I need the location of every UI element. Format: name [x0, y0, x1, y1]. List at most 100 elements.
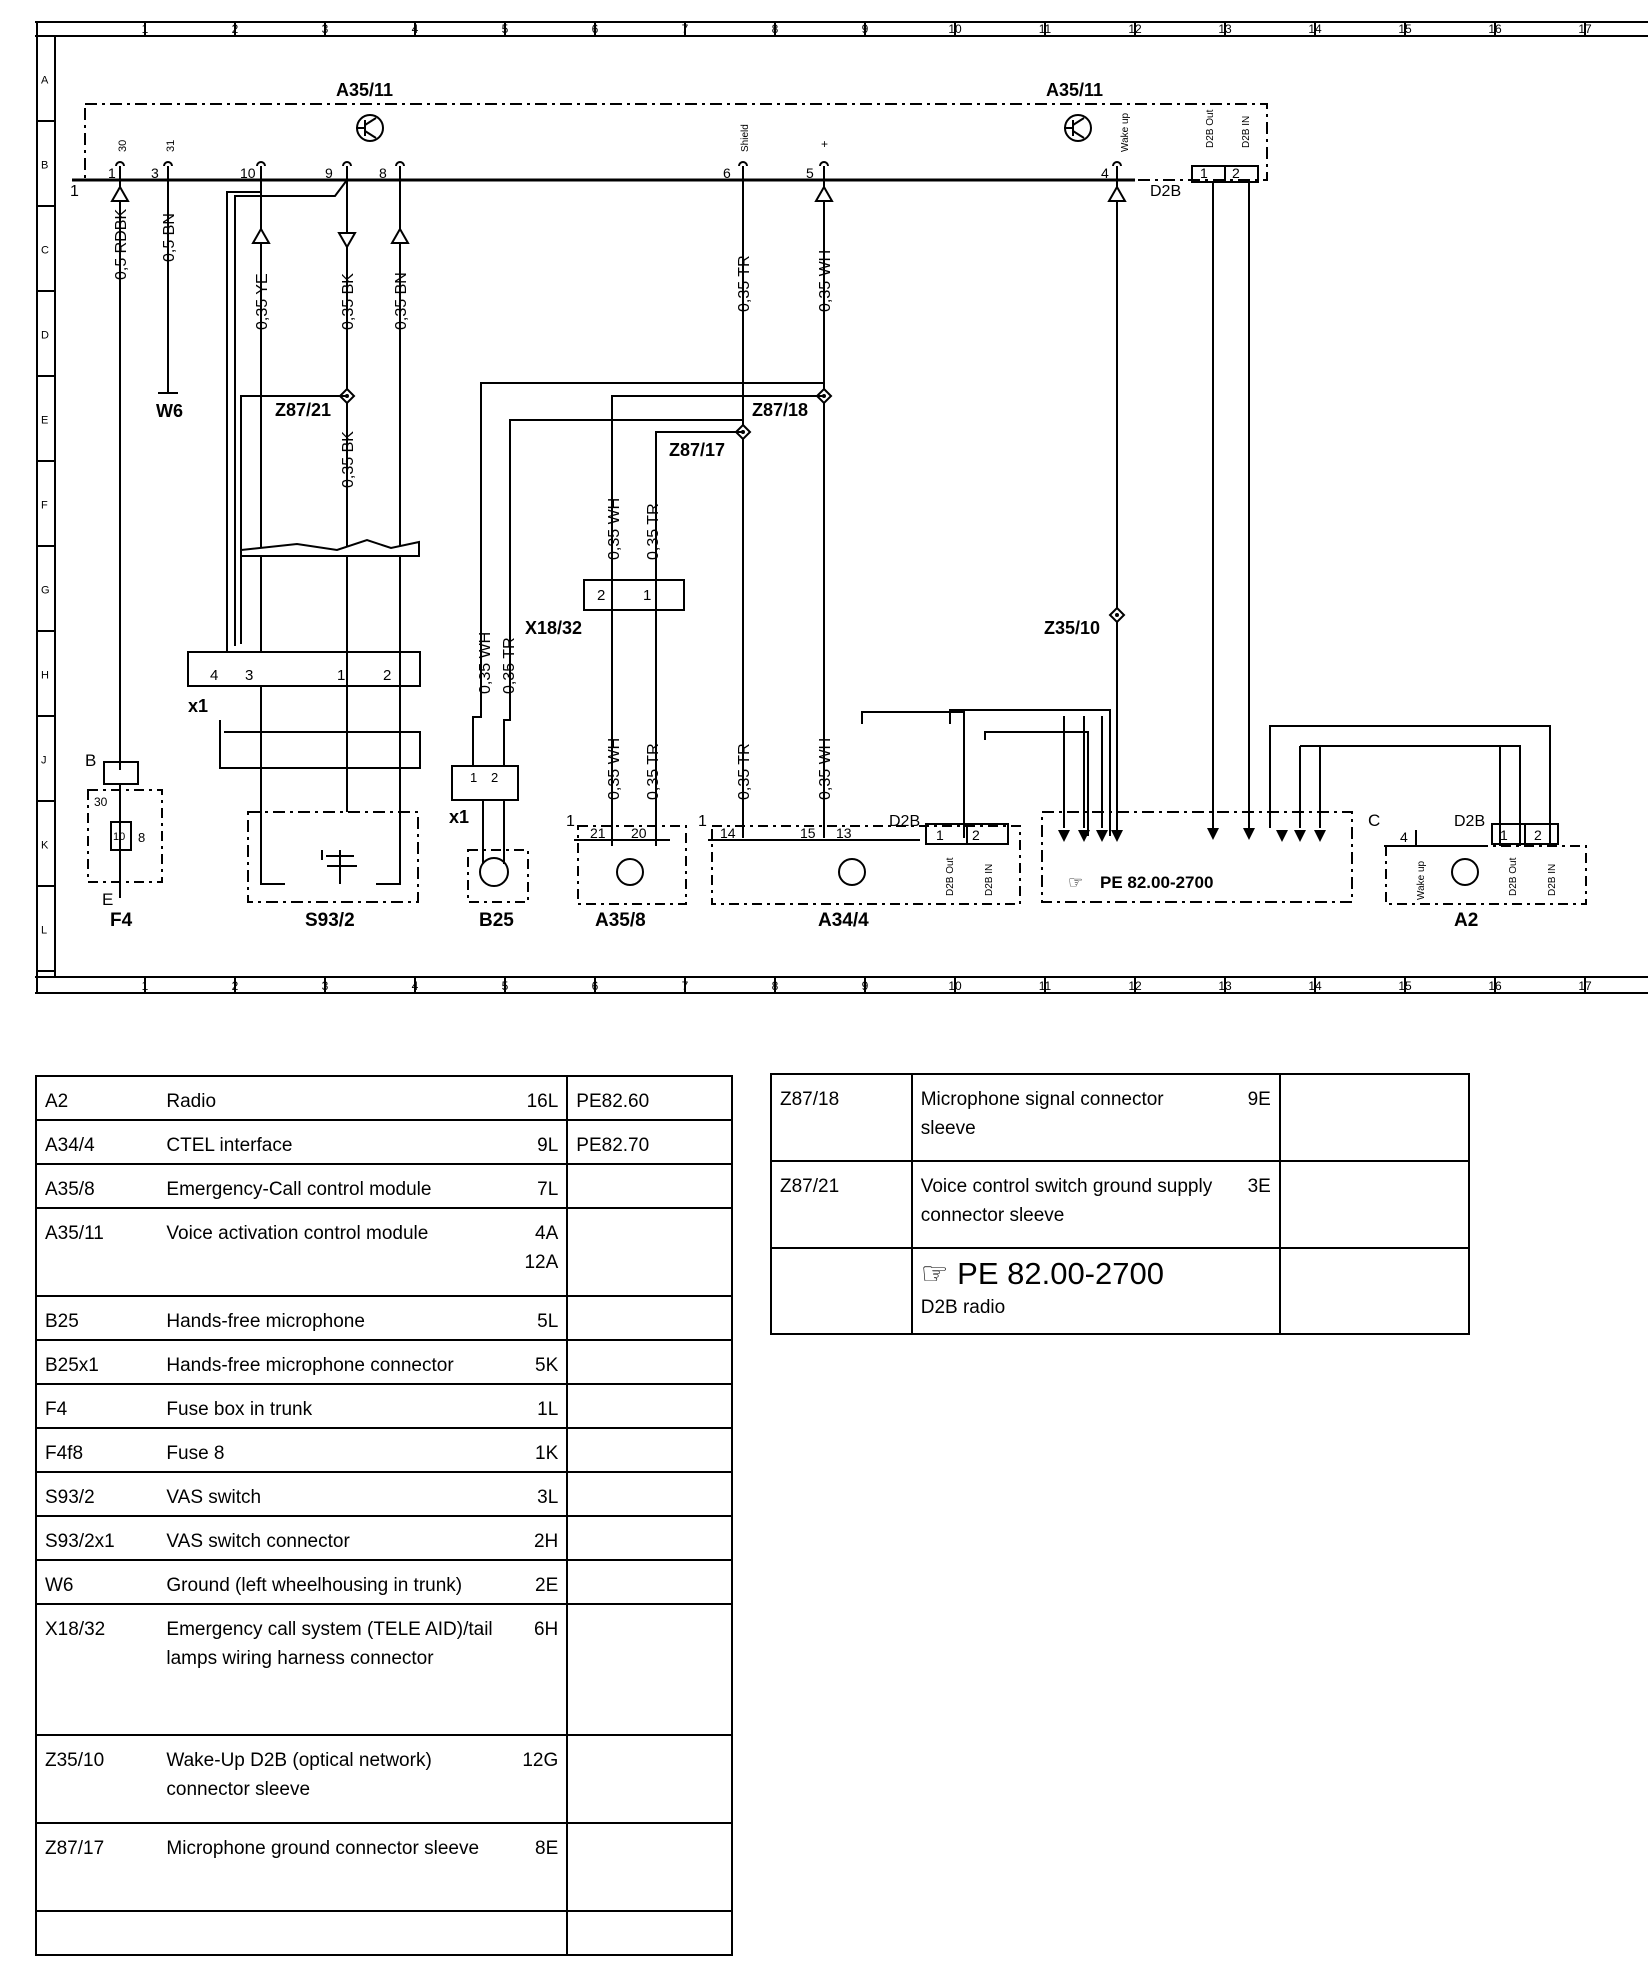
grid-column-label: 11 [1039, 979, 1052, 993]
legend-desc: VAS switch connector [158, 1515, 515, 1561]
grid-column-label: 13 [1218, 979, 1232, 993]
pin-label: 10 [113, 831, 125, 843]
x18-pins: 2 1 [597, 587, 651, 604]
f4-pins: B 30 10 8 E [85, 751, 145, 909]
legend-id: Z35/10 [34, 1734, 159, 1824]
sleeve-z35-10 [1109, 607, 1125, 623]
pin-label: D2B Out [1205, 109, 1216, 148]
wires [119, 179, 1250, 838]
legend-ref [566, 1427, 733, 1473]
component-label-x18-32: X18/32 [525, 618, 582, 638]
legend-id: S93/2 [34, 1471, 159, 1517]
legend-desc: Ground (left wheelhousing in trunk) [158, 1559, 515, 1605]
grid-column-label: 13 [1218, 22, 1232, 36]
legend-loc: 16L [514, 1075, 569, 1121]
grid-row-label: G [41, 585, 50, 597]
grid-column-label: 7 [682, 22, 689, 36]
pin-label: 1 [1500, 827, 1508, 843]
legend-ref [566, 1383, 733, 1429]
legend-desc: Voice control switch ground supply conne… [910, 1160, 1224, 1249]
legend-desc: Wake-Up D2B (optical network) connector … [158, 1734, 515, 1824]
legend-loc: 4A 12A [514, 1207, 569, 1297]
wire-label: 0,35 TR [736, 743, 753, 800]
pin-label: B [85, 751, 96, 770]
component-label-z87-18: Z87/18 [752, 400, 808, 420]
pin-label: 8 [379, 165, 387, 181]
f4-fuse-box [87, 761, 163, 898]
grid-column-label: 7 [682, 979, 689, 993]
grid-row-label: H [41, 670, 49, 682]
top-pins: 1 3 10 9 8 6 5 4 1 2 30 31 Shield + Wake… [108, 109, 1252, 181]
component-label-f4: F4 [110, 910, 133, 931]
legend-desc: Voice activation control module [158, 1207, 515, 1297]
grid-column-label: 10 [948, 979, 962, 993]
legend-ref [566, 1559, 733, 1605]
legend-loc: 3E [1223, 1160, 1281, 1249]
grid-column-label: 9 [862, 22, 869, 36]
pe-hand-icon: ☞ [1068, 873, 1083, 892]
legend-desc: Emergency call system (TELE AID)/tail la… [158, 1603, 515, 1736]
pin-label: 30 [94, 795, 108, 809]
pin-label: 31 [165, 140, 177, 152]
legend-id: A35/8 [34, 1163, 159, 1209]
legend-loc: 1K [514, 1427, 569, 1473]
component-label-a34-4: A34/4 [818, 910, 869, 931]
pin-label: 3 [245, 667, 253, 684]
d2b-label-a2: D2B [1454, 813, 1485, 830]
legend-id: F4 [34, 1383, 159, 1429]
a34-4-pins: 1 14 15 13 1 2 D2B Out D2B IN [698, 813, 995, 896]
legend-desc: Microphone ground connector sleeve [158, 1822, 515, 1912]
a35-11-transistor-right-icon [1064, 114, 1092, 142]
legend-loc: 1L [514, 1383, 569, 1429]
legend-desc: Hands-free microphone [158, 1295, 515, 1341]
pin-label: 1 [698, 813, 707, 830]
legend-id [34, 1910, 159, 1956]
legend-loc: 3L [514, 1471, 569, 1517]
grid-column-label: 6 [592, 22, 599, 36]
legend-loc: 6H [514, 1603, 569, 1736]
component-label-w6: W6 [156, 401, 183, 421]
pin-label: 4 [1400, 829, 1408, 845]
pin-label: 20 [631, 825, 647, 841]
x18-32-connector [583, 579, 685, 846]
legend-loc: 9E [1223, 1073, 1281, 1162]
wire-label: 0,35 BN [393, 272, 410, 330]
legend-id: X18/32 [34, 1603, 159, 1736]
pin-label: 1 [1200, 165, 1208, 181]
legend-loc: 12G [514, 1734, 569, 1824]
table-row: Z87/18 Microphone signal connector sleev… [770, 1073, 1471, 1162]
pin-label: 5 [806, 165, 814, 181]
pin-label: 1 [643, 587, 651, 604]
grid-column-label: 14 [1308, 979, 1322, 993]
grid-column-label: 5 [502, 979, 509, 993]
pin-label: 3 [151, 165, 159, 181]
grid-column-label: 2 [232, 22, 239, 36]
legend-ref [566, 1163, 733, 1209]
wire-label: 0,5 BN [161, 213, 178, 262]
grid-column-label: 3 [322, 22, 329, 36]
pin-label: 2 [1534, 827, 1542, 843]
wire-label: 0,35 WH [606, 498, 623, 560]
pe-wires [1063, 716, 1551, 846]
pe-arrows [1058, 830, 1326, 842]
pin-label: D2B IN [1241, 116, 1252, 148]
wire-label: 0,35 YE [254, 273, 271, 330]
grid-column-label: 11 [1039, 22, 1052, 36]
component-label-s93-2: S93/2 [305, 910, 355, 931]
pin-label: 8 [138, 830, 145, 845]
pin-label: 4 [210, 667, 218, 684]
pin-label: 1 [70, 183, 79, 200]
column-ticks [144, 22, 1586, 993]
grid-column-label: 14 [1308, 22, 1322, 36]
grid-row-label: J [41, 755, 47, 767]
grid-column-label: 16 [1488, 979, 1502, 993]
diagram-frame [35, 21, 1648, 994]
